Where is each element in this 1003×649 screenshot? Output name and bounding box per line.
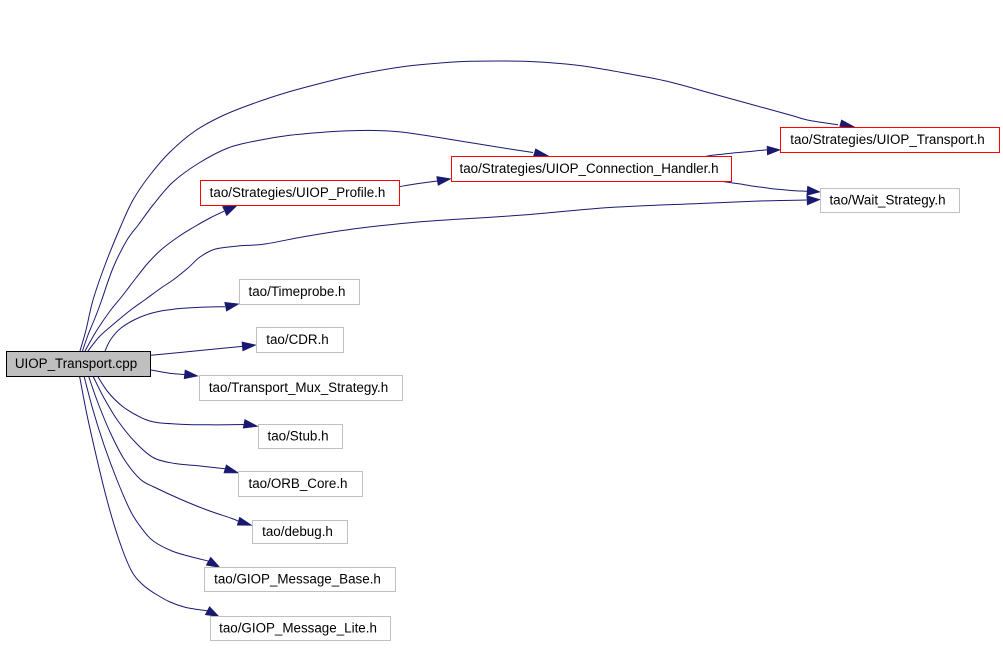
svg-text:tao/GIOP_Message_Lite.h: tao/GIOP_Message_Lite.h xyxy=(219,621,377,636)
svg-text:tao/Strategies/UIOP_Connection: tao/Strategies/UIOP_Connection_Handler.h xyxy=(459,161,718,176)
svg-text:tao/Wait_Strategy.h: tao/Wait_Strategy.h xyxy=(829,193,945,208)
svg-text:tao/Timeprobe.h: tao/Timeprobe.h xyxy=(248,284,345,299)
svg-text:tao/GIOP_Message_Base.h: tao/GIOP_Message_Base.h xyxy=(214,572,381,587)
svg-text:tao/Strategies/UIOP_Transport.: tao/Strategies/UIOP_Transport.h xyxy=(790,132,985,147)
svg-text:UIOP_Transport.cpp: UIOP_Transport.cpp xyxy=(15,356,137,371)
svg-text:tao/ORB_Core.h: tao/ORB_Core.h xyxy=(249,476,348,491)
svg-text:tao/CDR.h: tao/CDR.h xyxy=(266,332,329,347)
svg-text:tao/debug.h: tao/debug.h xyxy=(262,524,333,539)
svg-text:tao/Strategies/UIOP_Profile.h: tao/Strategies/UIOP_Profile.h xyxy=(210,185,386,200)
svg-text:tao/Stub.h: tao/Stub.h xyxy=(267,429,328,444)
svg-text:tao/Transport_Mux_Strategy.h: tao/Transport_Mux_Strategy.h xyxy=(209,380,388,395)
